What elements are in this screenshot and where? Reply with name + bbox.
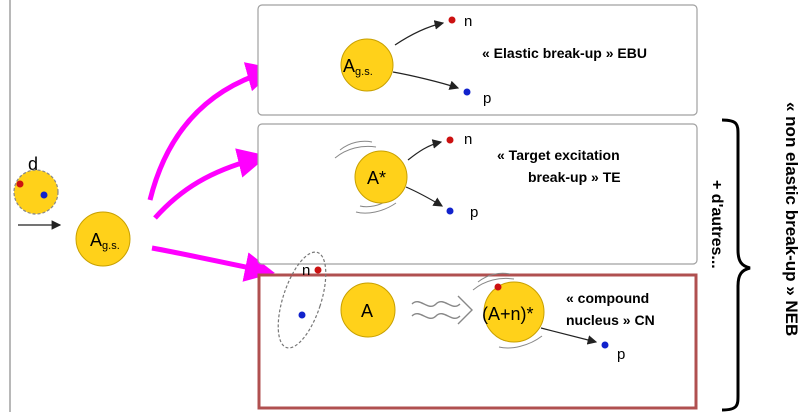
ebu-nucleus-main: A: [343, 56, 355, 76]
cn-nucleus-label: A: [361, 301, 373, 321]
panel-cn: n A (A+n)* p « compound nucleus » CN: [259, 247, 696, 408]
brace-icon: [722, 120, 750, 410]
te-title-line1: « Target excitation: [497, 147, 620, 163]
deuteron-circle: [14, 170, 58, 214]
neutron-dot: [17, 181, 24, 188]
proton-dot: [464, 89, 471, 96]
ebu-nucleus-sub: g.s.: [355, 66, 373, 78]
compound-label: (A+n)*: [482, 304, 534, 324]
proton-dot: [602, 342, 609, 349]
neutron-dot: [495, 284, 502, 291]
cn-p-label: p: [617, 346, 625, 363]
te-p-label: p: [470, 204, 478, 221]
ebu-p-label: p: [483, 90, 491, 107]
neutron-dot: [447, 137, 454, 144]
curved-arrow-icon: [155, 157, 263, 218]
target-nucleus: Ag.s.: [76, 212, 130, 266]
proton-dot: [299, 312, 306, 319]
ebu-title: « Elastic break-up » EBU: [482, 45, 647, 61]
te-n-label: n: [464, 131, 472, 148]
neb-label: « non elastic break-up » NEB: [782, 102, 801, 336]
panel-te: A* n p « Target excitation break-up » TE: [258, 124, 697, 264]
te-title-line2: break-up » TE: [528, 169, 621, 185]
cn-title-line2: nucleus » CN: [566, 312, 655, 328]
proton-dot: [41, 192, 48, 199]
others-label: + d'autres...: [708, 180, 725, 269]
cn-n-label: n: [302, 262, 310, 279]
neutron-dot: [449, 17, 456, 24]
target-main-label: A: [90, 230, 102, 250]
cn-title-line1: « compound: [566, 290, 649, 306]
curved-arrow-icon: [152, 248, 270, 272]
ebu-n-label: n: [464, 13, 472, 30]
deuteron-group: d: [14, 154, 60, 225]
te-nucleus-label: A*: [367, 168, 386, 188]
neutron-dot: [315, 267, 322, 274]
panel-ebu: Ag.s. n p « Elastic break-up » EBU: [258, 5, 697, 115]
curved-arrow-icon: [150, 70, 272, 200]
target-sub-label: g.s.: [102, 240, 120, 252]
proton-dot: [447, 208, 454, 215]
